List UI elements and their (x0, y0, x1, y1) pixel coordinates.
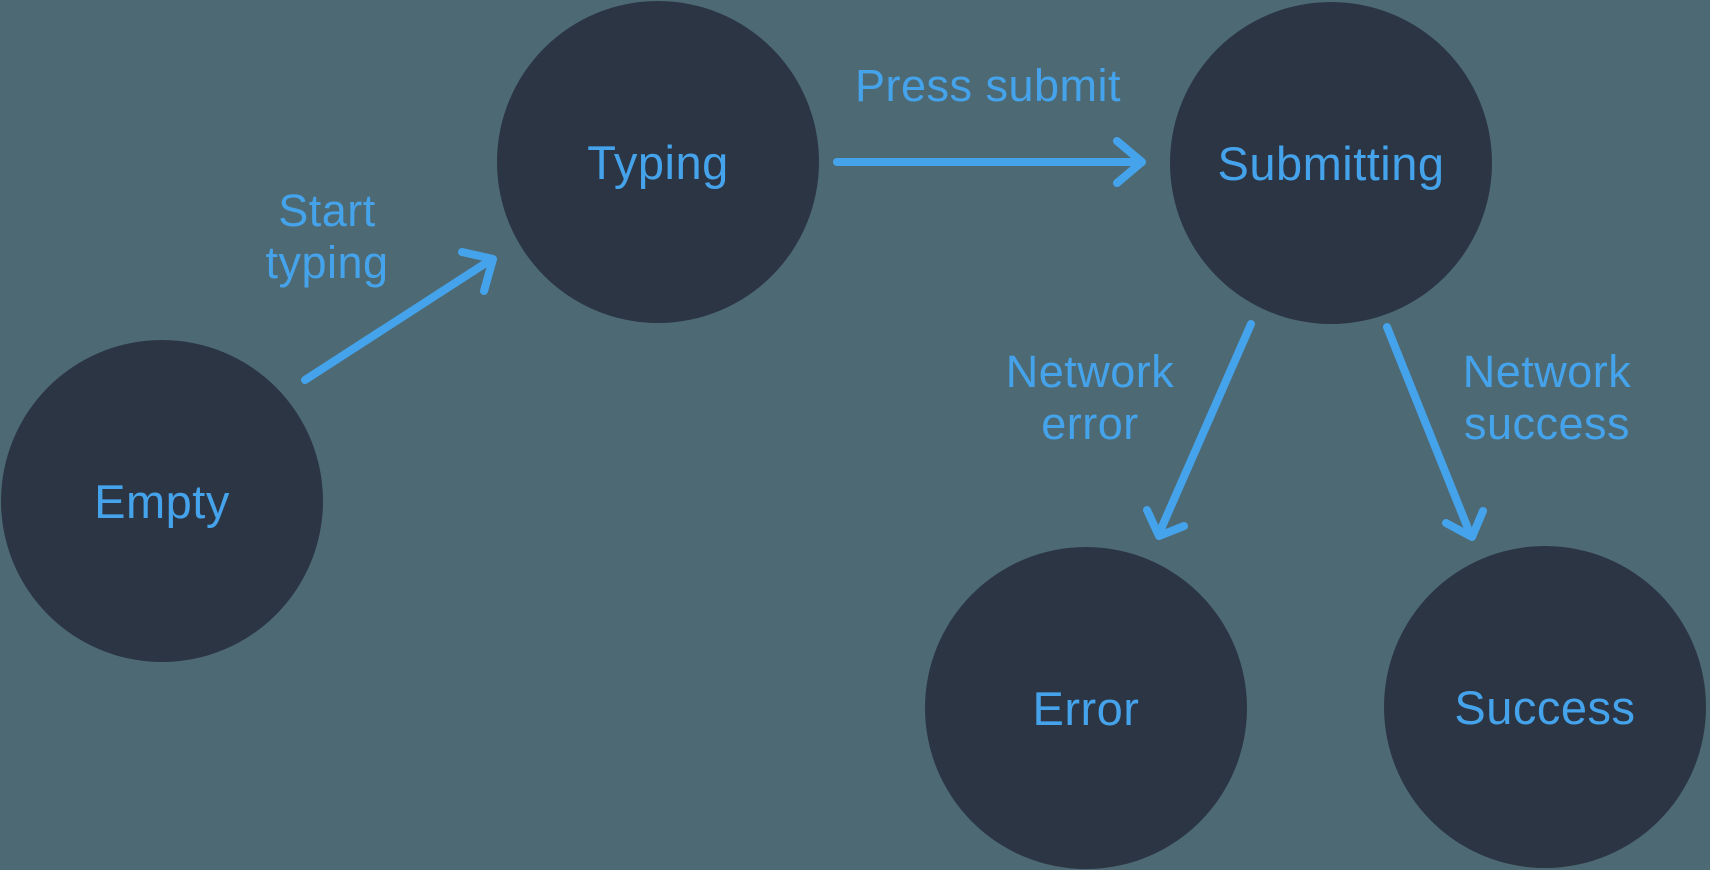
node-empty-label: Empty (94, 474, 230, 528)
arrow-start-typing (301, 248, 497, 384)
node-success: Success (1384, 546, 1706, 868)
node-success-label: Success (1454, 680, 1636, 734)
node-typing-label: Typing (587, 135, 729, 189)
arrow-network-error (1143, 320, 1255, 540)
edge-label-network-error: Network error (1005, 346, 1175, 449)
arrow-network-success (1383, 323, 1487, 541)
node-error: Error (925, 547, 1247, 869)
arrow-press-submit (833, 137, 1146, 187)
node-error-label: Error (1032, 681, 1140, 735)
node-submitting-label: Submitting (1217, 136, 1445, 190)
node-submitting: Submitting (1170, 2, 1492, 324)
edge-label-start-typing: Start typing (265, 185, 389, 288)
node-typing: Typing (497, 1, 819, 323)
node-empty: Empty (1, 340, 323, 662)
edge-label-press-submit: Press submit (854, 60, 1122, 111)
edge-label-network-success: Network success (1462, 346, 1632, 449)
